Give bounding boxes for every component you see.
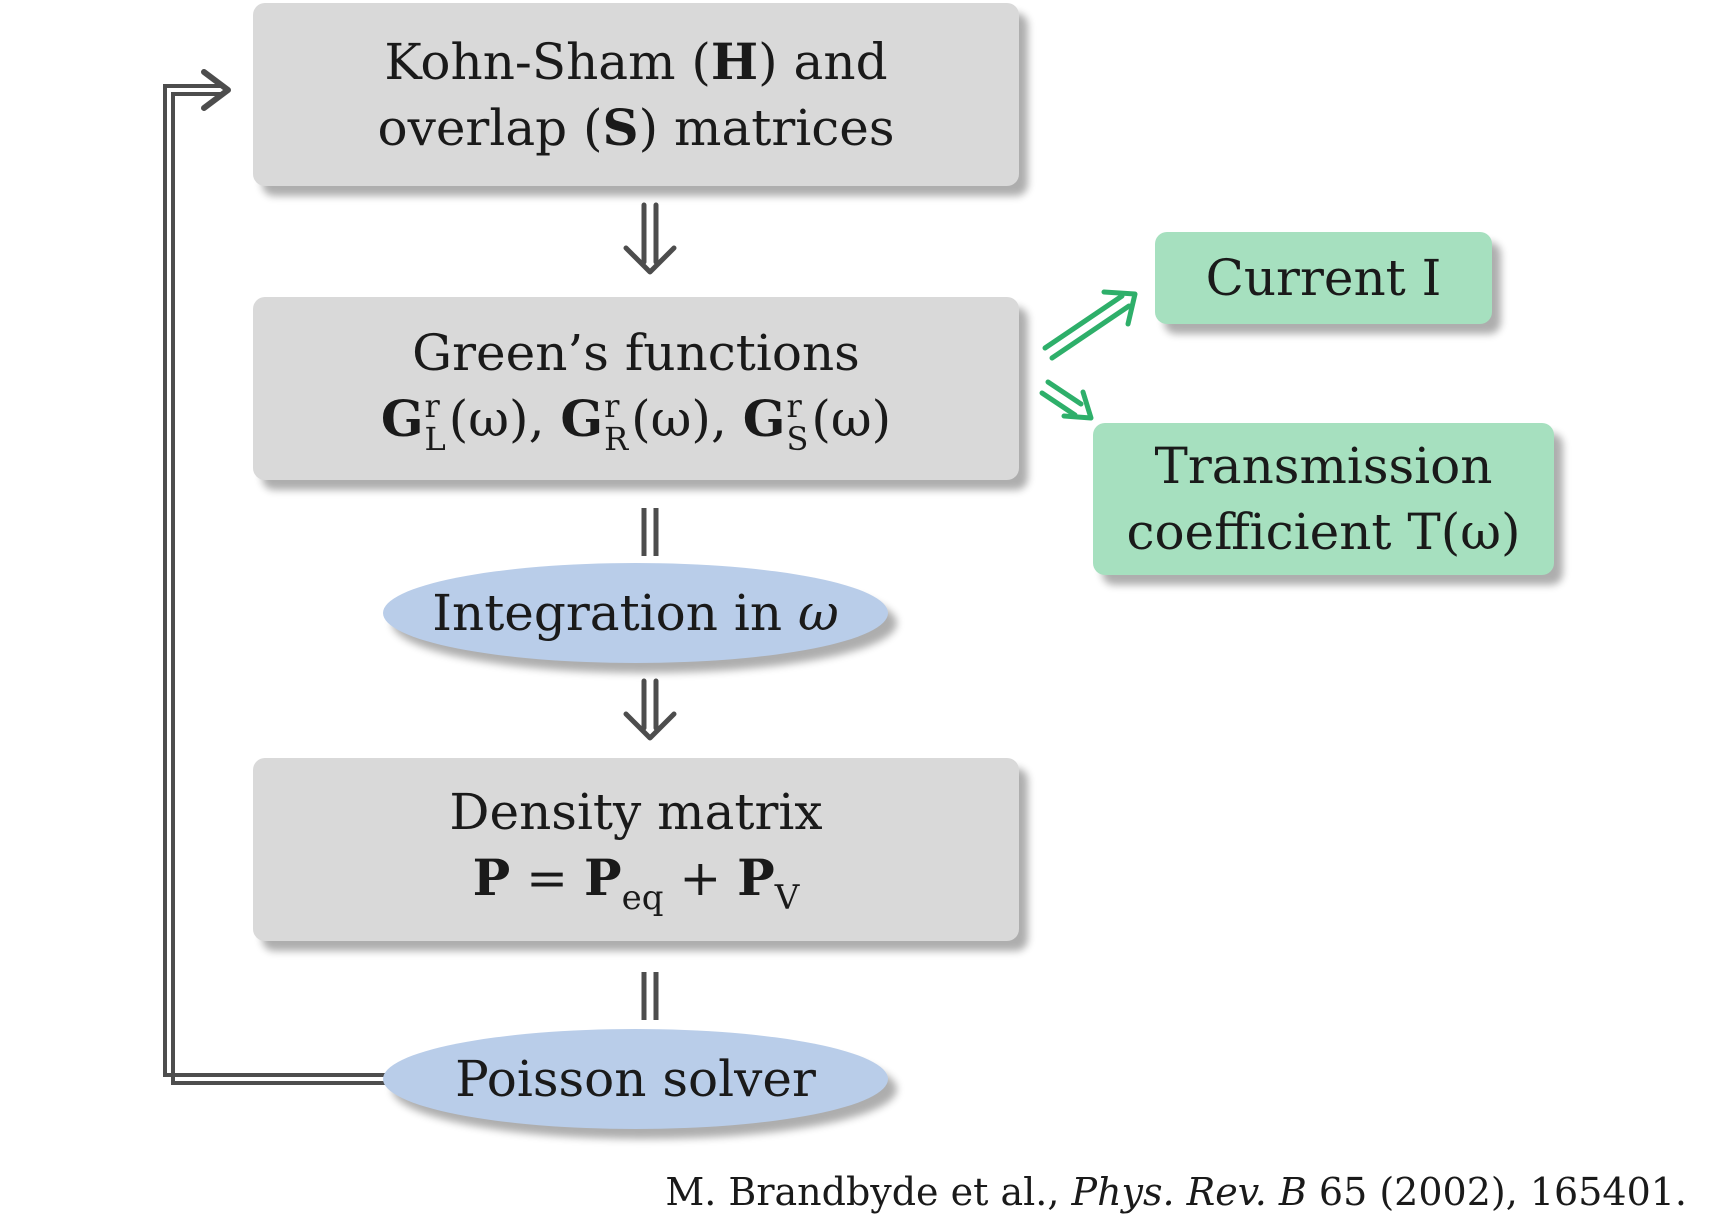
integration-ellipse: Integration in ω [383,563,888,663]
kohn-sham-box: Kohn-Sham (H) and overlap (S) matrices [253,3,1019,186]
density-matrix-box: Density matrix P = Peq + PV [253,758,1019,941]
connector-greens-to-integration [641,508,659,556]
density-matrix-title: Density matrix [449,782,823,841]
arrow-feedback-loop [163,69,385,1085]
density-matrix-formula: P = Peq + PV [472,847,800,918]
connector-density-to-poisson [641,972,659,1020]
current-label: Current I [1205,249,1442,307]
arrow-greens-to-current [1042,289,1138,361]
poisson-solver-ellipse: Poisson solver [383,1029,888,1129]
citation: M. Brandbyde et al., Phys. Rev. B 65 (20… [665,1170,1687,1214]
arrow-greens-to-transmission [1039,379,1094,421]
poisson-solver-label: Poisson solver [455,1050,816,1108]
kohn-sham-line1: Kohn-Sham (H) and [384,31,888,91]
arrow-integration-to-density [623,678,677,741]
greens-functions-title: Green’s functions [412,324,860,383]
transmission-box: Transmission coefficient T(ω) [1093,423,1554,575]
transmission-line1: Transmission [1154,437,1493,495]
arrow-kohnsham-to-greens [623,202,677,275]
omega-symbol: ω [797,584,839,642]
kohn-sham-line2: overlap (S) matrices [377,97,895,157]
integration-label: Integration in [432,584,798,642]
transmission-line2: coefficient T(ω) [1126,503,1521,561]
current-box: Current I [1155,232,1492,324]
